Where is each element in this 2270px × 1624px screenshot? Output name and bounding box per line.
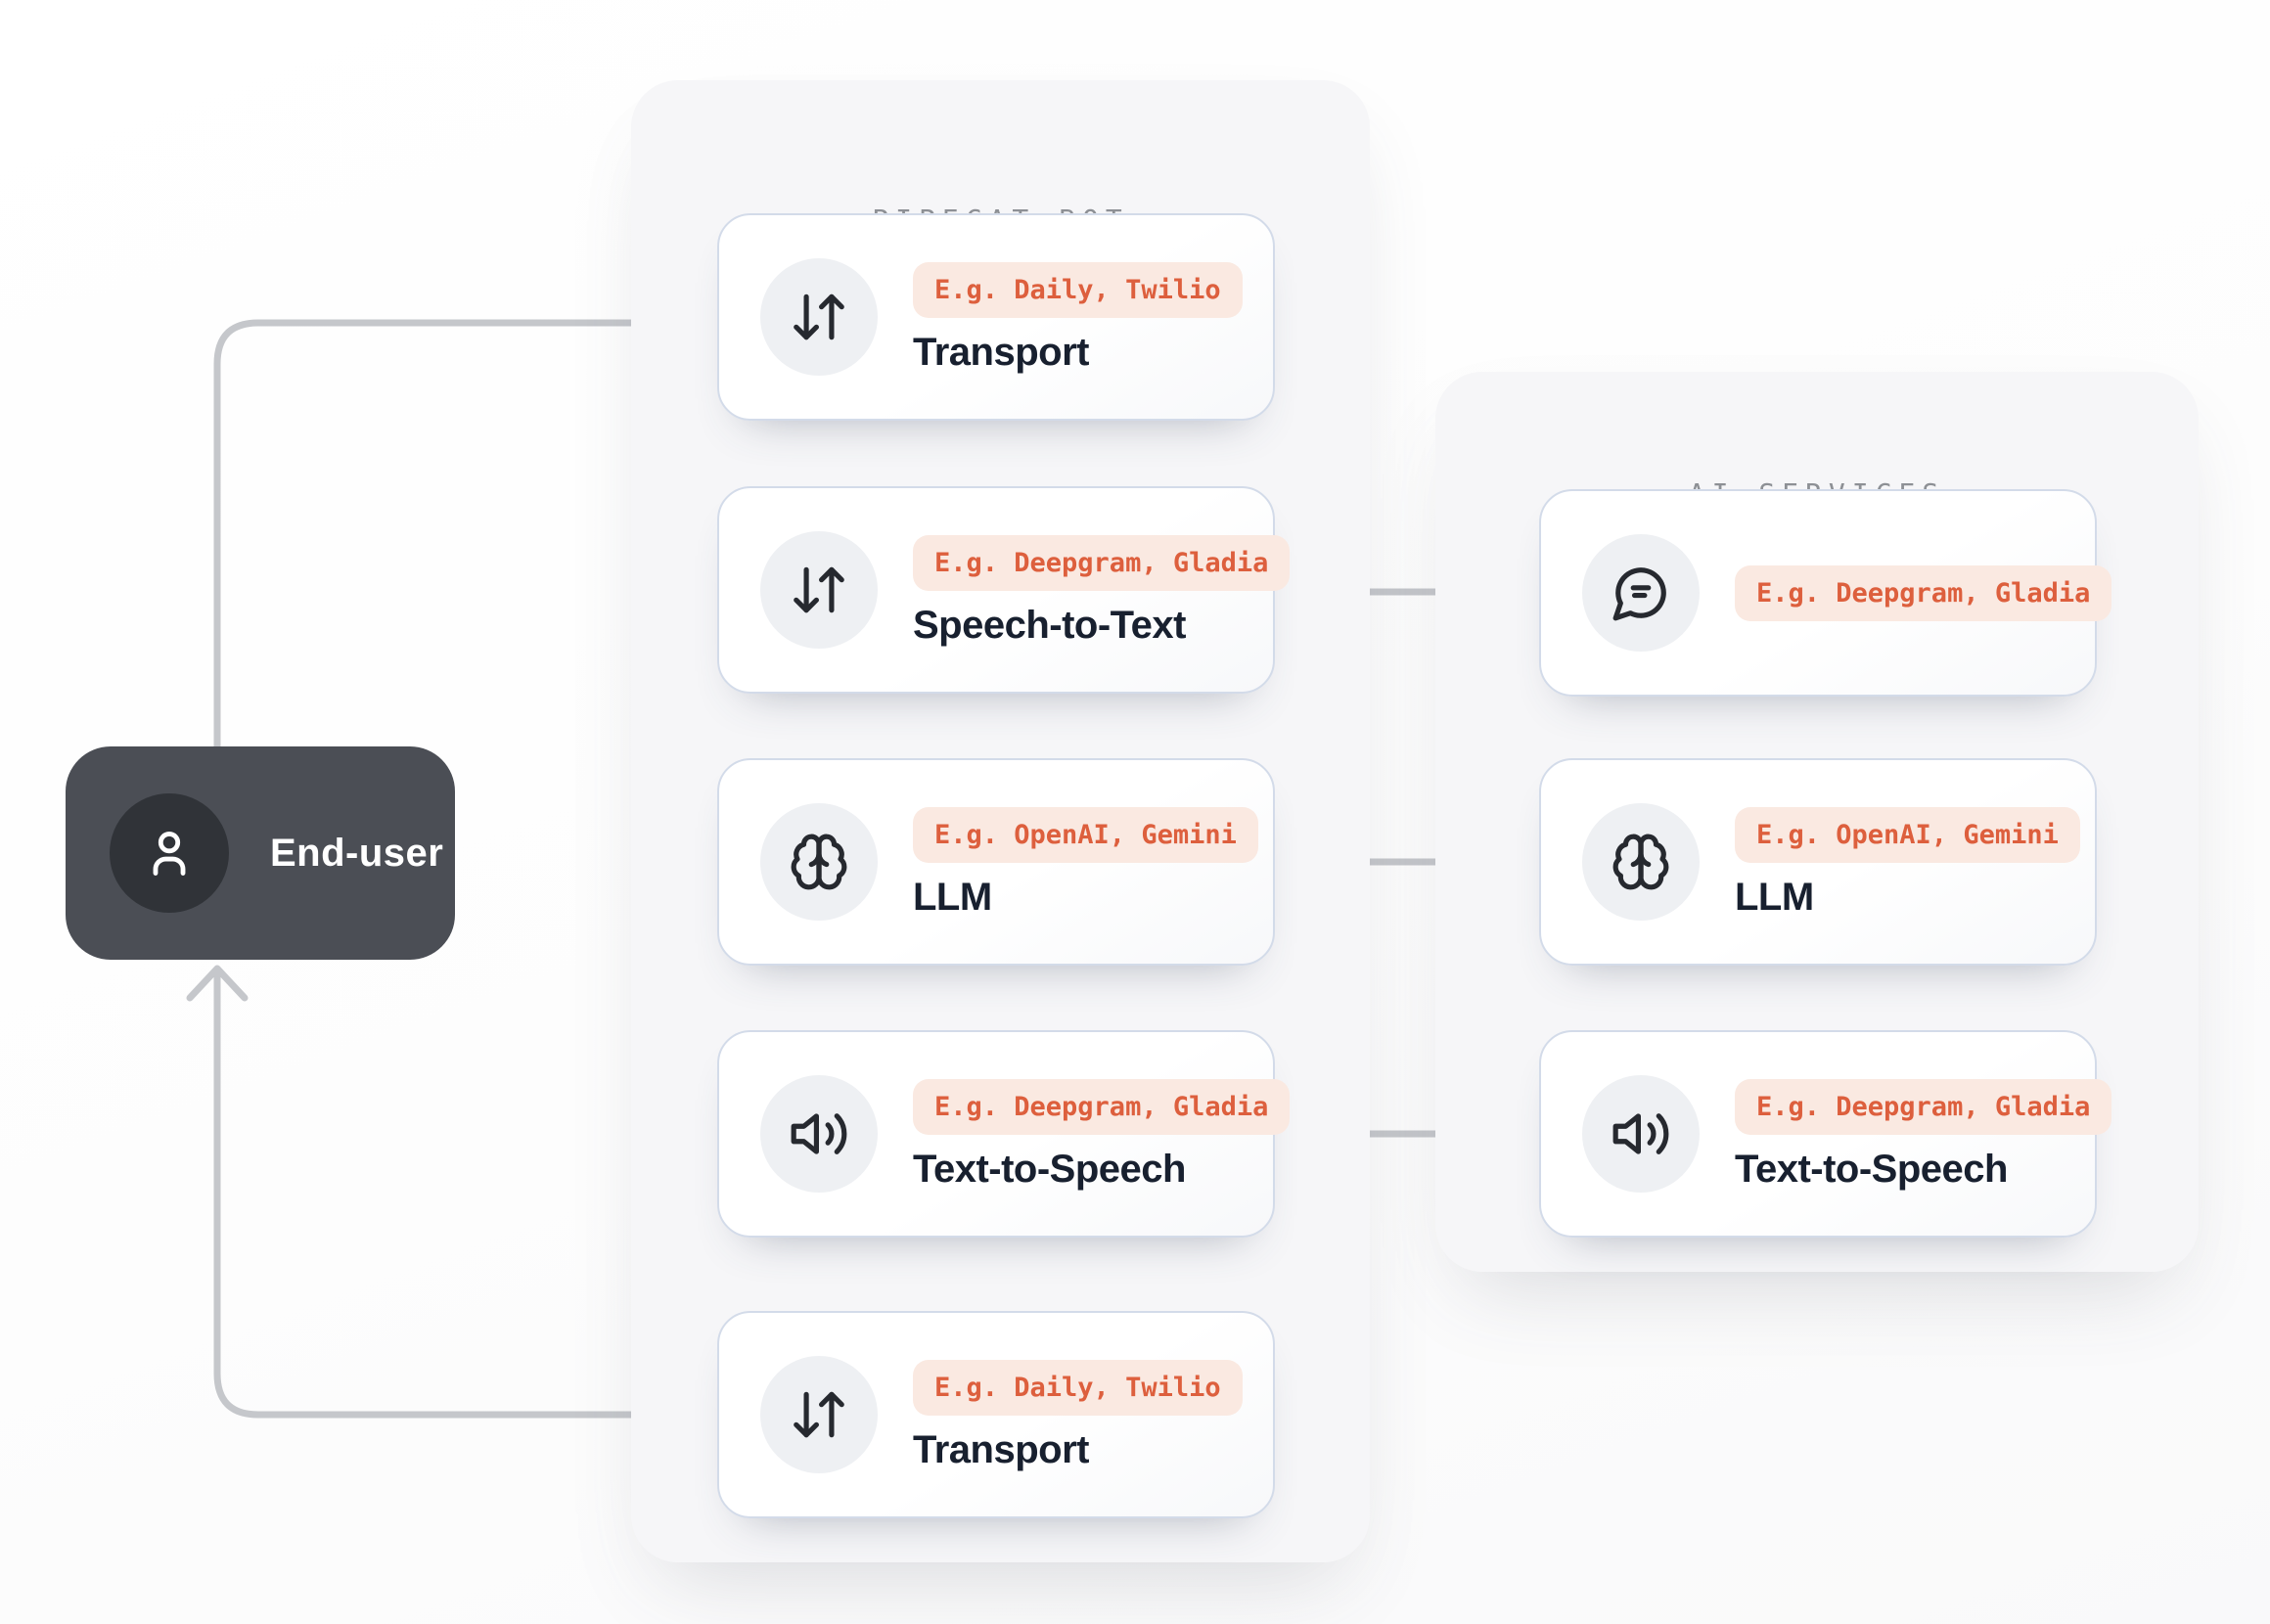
node-badge: E.g. Deepgram, Gladia — [1735, 1079, 2112, 1135]
node-title: Transport — [913, 1428, 1089, 1471]
node-transport-in: E.g. Daily, Twilio Transport — [717, 213, 1275, 421]
end-user-node: End-user — [66, 746, 455, 960]
node-badge: E.g. Deepgram, Gladia — [913, 1079, 1291, 1135]
user-icon — [110, 793, 229, 913]
node-badge: E.g. OpenAI, Gemini — [913, 807, 1258, 863]
node-speech-to-text: E.g. Deepgram, Gladia Speech-to-Text — [717, 486, 1291, 694]
node-text-to-speech: E.g. Deepgram, Gladia Text-to-Speech — [717, 1030, 1291, 1238]
node-title: Text-to-Speech — [913, 1148, 1186, 1191]
speaker-icon — [1582, 1075, 1700, 1193]
arrow-down-up-icon — [760, 1356, 878, 1473]
arrow-down-up-icon — [760, 258, 878, 376]
node-ai-tts-service: E.g. Deepgram, Gladia Text-to-Speech — [1539, 1030, 2112, 1238]
node-llm: E.g. OpenAI, Gemini LLM — [717, 758, 1275, 966]
node-title: Speech-to-Text — [913, 604, 1186, 647]
node-title: Transport — [913, 331, 1089, 374]
node-transport-out: E.g. Daily, Twilio Transport — [717, 1311, 1275, 1518]
arrow-down-up-icon — [760, 531, 878, 649]
node-badge: E.g. Deepgram, Gladia — [1735, 564, 2112, 621]
node-title: Text-to-Speech — [1735, 1148, 2008, 1191]
end-user-label: End-user — [270, 831, 444, 875]
brain-icon — [760, 803, 878, 921]
pipecat-bot-panel: PIPECAT BOT E.g. Daily, Twilio Transport… — [631, 80, 1370, 1562]
brain-icon — [1582, 803, 1700, 921]
ai-services-panel: AI SERVICES E.g. Deepgram, Gladia — [1435, 372, 2199, 1272]
node-title: LLM — [913, 876, 992, 919]
chat-bubble-icon — [1582, 534, 1700, 652]
node-ai-speech-service: E.g. Deepgram, Gladia — [1539, 489, 2112, 697]
node-title: LLM — [1735, 876, 1814, 919]
speaker-icon — [760, 1075, 878, 1193]
node-badge: E.g. Daily, Twilio — [913, 1360, 1243, 1416]
node-badge: E.g. Daily, Twilio — [913, 262, 1243, 318]
node-ai-llm-service: E.g. OpenAI, Gemini LLM — [1539, 758, 2097, 966]
node-badge: E.g. Deepgram, Gladia — [913, 535, 1291, 591]
node-badge: E.g. OpenAI, Gemini — [1735, 807, 2080, 863]
